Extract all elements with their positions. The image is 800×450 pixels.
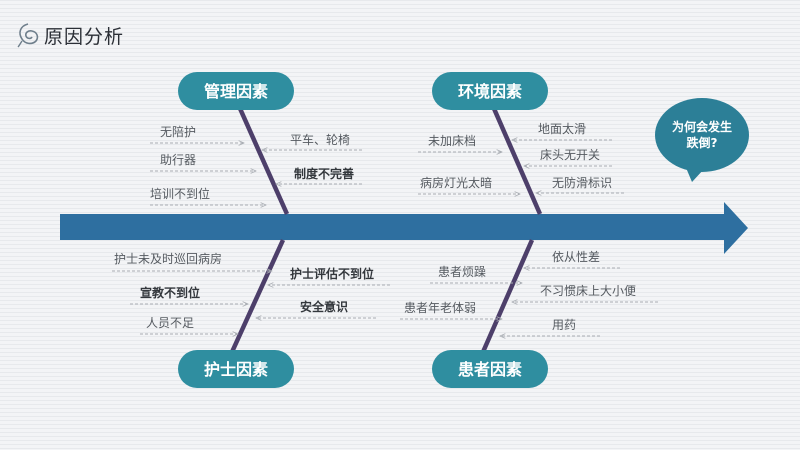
category-label: 管理因素: [204, 82, 268, 101]
cause-label: 用药: [552, 318, 576, 332]
page-title: 原因分析: [44, 25, 125, 48]
cause-label: 病房灯光太暗: [420, 175, 492, 190]
bone-management: [235, 103, 290, 215]
cause-label: 地面太滑: [538, 121, 586, 136]
cause-label: 护士评估不到位: [290, 266, 374, 281]
category-management: 管理因素: [178, 72, 294, 110]
spine-arrow: [60, 202, 748, 254]
category-environment: 环境因素: [432, 72, 548, 110]
cause-label: 床头无开关: [540, 148, 600, 162]
category-label: 护士因素: [204, 360, 268, 379]
header: 原因分析: [14, 20, 124, 50]
effect-text-line2: 跌倒?: [687, 135, 718, 150]
effect-bubble: 为何会发生 跌倒?: [655, 98, 749, 182]
cause-label: 护士未及时巡回病房: [114, 251, 222, 266]
cause-label: 助行器: [160, 153, 196, 167]
cause-label: 平车、轮椅: [290, 132, 350, 147]
cause-label: 宣教不到位: [140, 285, 200, 300]
cause-label: 患者烦躁: [438, 265, 486, 279]
cause-label: 不习惯床上大小便: [540, 283, 636, 298]
cause-label: 无防滑标识: [552, 175, 612, 190]
leaf-swirl-icon: [17, 23, 39, 48]
cause-label: 培训不到位: [150, 186, 210, 201]
category-label: 患者因素: [458, 360, 522, 379]
cause-label: 人员不足: [146, 316, 194, 330]
bone-patient: [480, 239, 535, 353]
bone-environment: [489, 103, 543, 215]
cause-label: 患者年老体弱: [404, 301, 476, 315]
category-nurse: 护士因素: [178, 350, 294, 388]
effect-text-line1: 为何会发生: [672, 119, 732, 134]
cause-label: 安全意识: [300, 299, 348, 314]
cause-label: 依从性差: [552, 249, 600, 264]
category-patient: 患者因素: [432, 350, 548, 388]
cause-label: 制度不完善: [294, 166, 354, 181]
bone-nurse: [229, 239, 286, 353]
cause-label: 无陪护: [160, 124, 196, 139]
category-label: 环境因素: [458, 82, 522, 101]
cause-label: 未加床档: [428, 134, 476, 148]
